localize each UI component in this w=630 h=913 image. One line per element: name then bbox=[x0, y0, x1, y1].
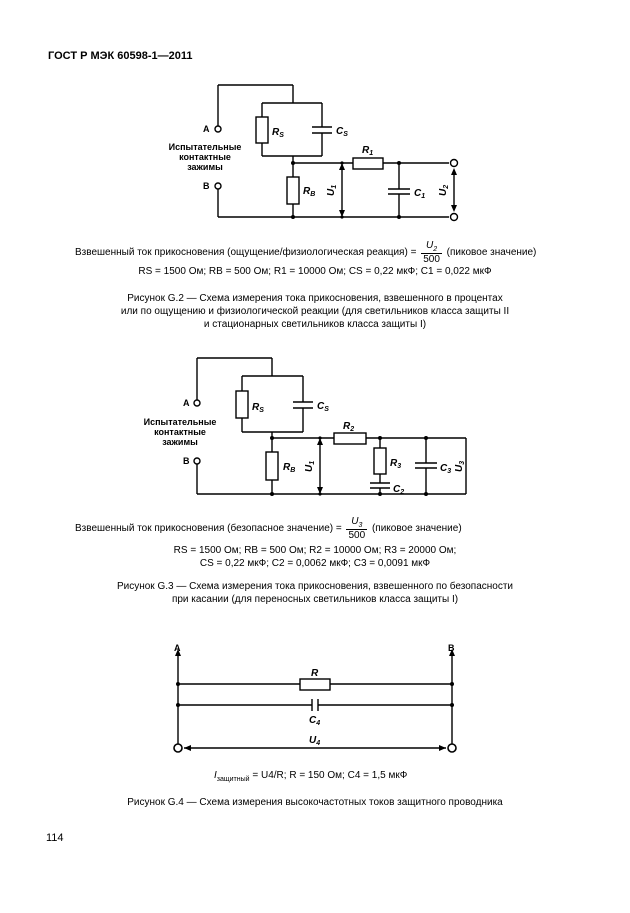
g3-label-cs: CS bbox=[317, 401, 329, 413]
g4-terminal-b: B bbox=[448, 643, 455, 653]
g2-contacts-label-2: контактные bbox=[179, 152, 231, 162]
g3-label-u3: U3 bbox=[454, 461, 466, 472]
g3-label-r3: R3 bbox=[390, 458, 401, 470]
g3-label-rb: RB bbox=[283, 462, 295, 474]
g4-label-u4: U4 bbox=[309, 735, 320, 747]
g2-label-u1: U1 bbox=[326, 185, 338, 196]
g4-label-c4: C4 bbox=[309, 715, 320, 727]
document-header: ГОСТ Р МЭК 60598-1—2011 bbox=[48, 50, 193, 62]
g3-contacts-label-3: зажимы bbox=[162, 437, 198, 447]
g3-terminal-b: B bbox=[183, 456, 190, 466]
figure-g4-circuit: A B R C4 U4 bbox=[173, 643, 457, 753]
g3-label-r2: R2 bbox=[343, 421, 354, 433]
g4-terminal-a: A bbox=[174, 643, 181, 653]
g2-label-u2: U2 bbox=[438, 185, 450, 196]
g3-contacts-label-1: Испытательные bbox=[144, 417, 217, 427]
g3-params: RS = 1500 Ом; RB = 500 Ом; R2 = 10000 Ом… bbox=[173, 545, 457, 569]
page-number: 114 bbox=[46, 832, 64, 844]
g2-label-rs: RS bbox=[272, 127, 284, 139]
g3-formula: Взвешенный ток прикосновения (безопасное… bbox=[75, 516, 462, 541]
g4-formula: Iзащитный = U4/R; R = 150 Ом; C4 = 1,5 м… bbox=[214, 770, 408, 783]
figure-g2-circuit: A B Испытательные контактные зажимы RS C… bbox=[169, 84, 459, 222]
g2-caption: Рисунок G.2 — Схема измерения тока прико… bbox=[120, 293, 510, 330]
g2-contacts-label-1: Испытательные bbox=[169, 142, 242, 152]
g2-label-c1: C1 bbox=[414, 188, 425, 200]
g3-label-c2: C2 bbox=[393, 484, 404, 496]
g2-params: RS = 1500 Ом; RB = 500 Ом; R1 = 10000 Ом… bbox=[138, 266, 492, 277]
g3-label-rs: RS bbox=[252, 402, 264, 414]
g2-label-r1: R1 bbox=[362, 145, 373, 157]
g3-label-c3: C3 bbox=[440, 463, 451, 475]
g4-caption: Рисунок G.4 — Схема измерения высокочаст… bbox=[127, 797, 503, 808]
g4-label-r: R bbox=[311, 668, 319, 679]
figure-g3-circuit: A B Испытательные контактные зажимы RS C… bbox=[144, 357, 467, 496]
g3-terminal-a: A bbox=[183, 398, 190, 408]
g2-label-cs: CS bbox=[336, 126, 348, 138]
g3-label-u1: U1 bbox=[304, 461, 316, 472]
g3-caption: Рисунок G.3 — Схема измерения тока прико… bbox=[116, 581, 514, 605]
g2-formula: Взвешенный ток прикосновения (ощущение/ф… bbox=[75, 240, 537, 265]
g2-terminal-b: B bbox=[203, 181, 210, 191]
g2-terminal-a: A bbox=[203, 124, 210, 134]
g2-contacts-label-3: зажимы bbox=[187, 162, 223, 172]
g2-label-rb: RB bbox=[303, 186, 315, 198]
g3-contacts-label-2: контактные bbox=[154, 427, 206, 437]
